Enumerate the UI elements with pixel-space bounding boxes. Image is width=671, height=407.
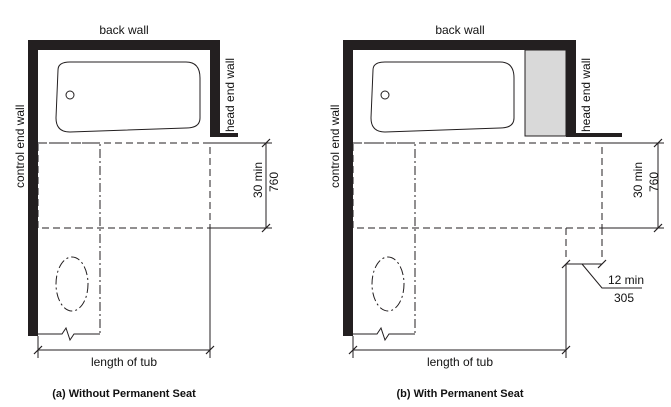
seat-leader-line (581, 263, 642, 289)
clearance-mm-label: 760 (647, 172, 661, 192)
head-end-wall-return (210, 133, 238, 137)
control-end-wall-label: control end wall (328, 105, 342, 188)
clearance-in-label: 30 min (631, 162, 645, 198)
head-end-wall (566, 40, 576, 136)
permanent-seat (524, 49, 567, 137)
back-wall (28, 40, 220, 50)
dim-tick (205, 345, 215, 355)
dim-tick (348, 345, 358, 355)
toilet-bowl-icon (371, 256, 405, 312)
break-line (38, 326, 100, 342)
clearance-mm-label: 760 (267, 172, 281, 192)
head-end-wall (210, 40, 220, 136)
panel-b: back wall control end wall head end wall… (328, 23, 664, 400)
head-end-wall-return (566, 133, 622, 137)
seat-mm-label: 305 (614, 291, 634, 305)
bathtub-outline (370, 61, 515, 133)
control-end-wall (343, 40, 353, 336)
drain-icon (380, 90, 390, 100)
dim-tick (33, 345, 43, 355)
dim-tick (653, 223, 663, 233)
seat-in-label: 12 min (608, 273, 644, 287)
dim-tick (653, 138, 663, 148)
dim-tick (561, 345, 571, 355)
caption-a: (a) Without Permanent Seat (52, 388, 196, 400)
control-end-wall-label: control end wall (13, 105, 27, 188)
caption-b: (b) With Permanent Seat (396, 388, 523, 400)
panel-a: back wall control end wall head end wall… (13, 23, 281, 400)
back-wall-label: back wall (99, 23, 148, 37)
head-end-wall-label: head end wall (579, 58, 593, 132)
dim-tick (597, 259, 607, 269)
back-wall (343, 40, 576, 50)
break-line (353, 326, 415, 342)
toilet-space (38, 142, 101, 336)
back-wall-label: back wall (435, 23, 484, 37)
head-end-wall-label: head end wall (223, 58, 237, 132)
drain-icon (65, 90, 75, 100)
length-label: length of tub (91, 355, 157, 369)
dim-tick (261, 138, 271, 148)
control-end-wall (28, 40, 38, 336)
clearance-space (37, 142, 211, 229)
toilet-bowl-icon (55, 256, 89, 312)
clearance-space (352, 142, 603, 229)
clearance-in-label: 30 min (251, 162, 265, 198)
toilet-space (353, 142, 416, 336)
length-label: length of tub (427, 355, 493, 369)
dim-tick (261, 223, 271, 233)
bathtub-outline (55, 61, 201, 133)
